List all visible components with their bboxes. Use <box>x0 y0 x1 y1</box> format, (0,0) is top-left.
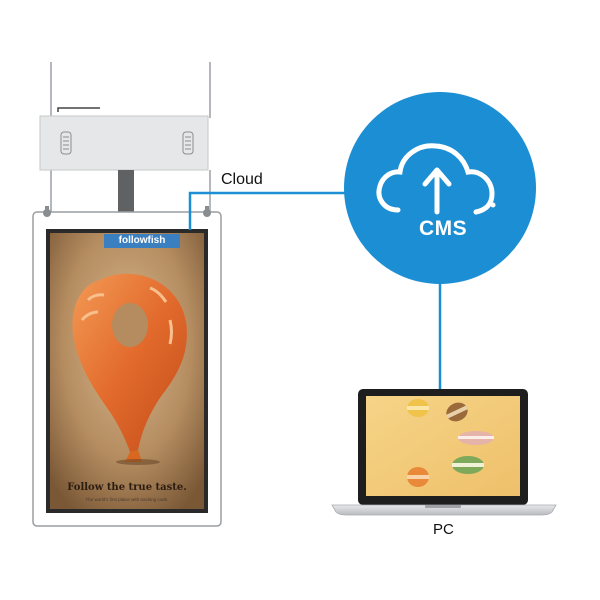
vent-left-icon <box>60 131 72 155</box>
laptop-icon <box>331 389 557 516</box>
ceiling-mount <box>39 115 209 228</box>
brand-badge: followfish <box>104 234 180 248</box>
cloud-upload-icon <box>376 143 496 215</box>
laptop-screen <box>366 396 520 496</box>
shrimp-image <box>72 273 187 465</box>
macarons-image <box>407 399 494 487</box>
connection-lines <box>188 191 442 392</box>
display-tagline: Follow the true taste. <box>67 482 187 493</box>
vent-right-icon <box>182 131 194 155</box>
cloud-label: Cloud <box>221 171 263 188</box>
display-subtagline: The world's first plaice with tracking c… <box>85 497 169 502</box>
cms-label: CMS <box>419 217 468 240</box>
ceiling-cables <box>50 62 211 212</box>
pc-label: PC <box>433 521 454 538</box>
cms-cloud-node <box>344 92 536 284</box>
